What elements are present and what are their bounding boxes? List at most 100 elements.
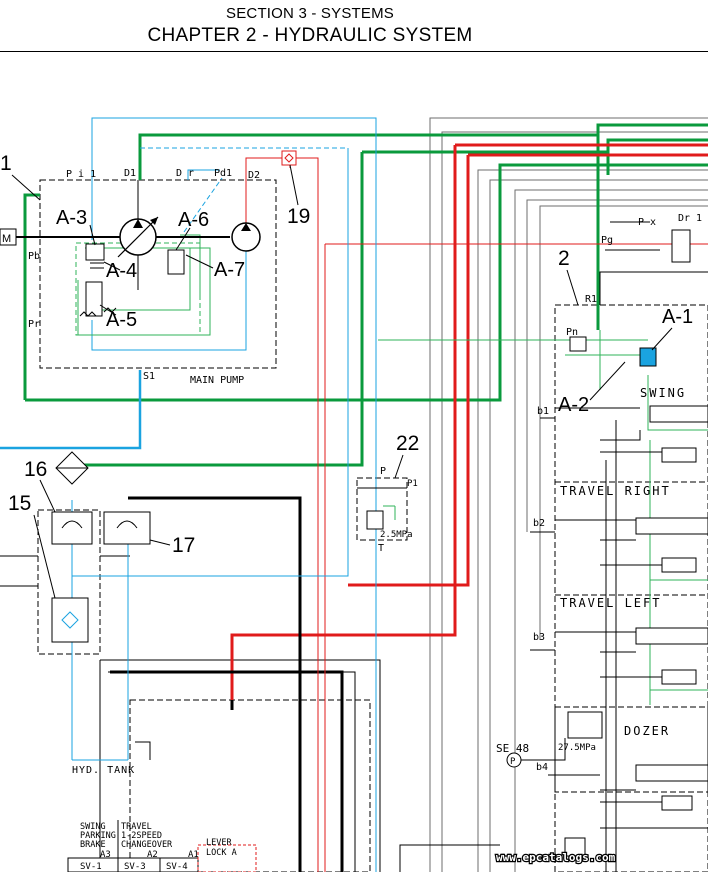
valve-port-b4: b4 [536, 762, 548, 773]
dozer-pressure: 27.5MPa [558, 743, 596, 753]
solenoid-labels: SWING PARKING BRAKE TRAVEL 1-2SPEED CHAN… [80, 822, 237, 872]
red-main-lines [230, 143, 708, 700]
filter-15 [51, 597, 89, 643]
callout-a5: A-5 [106, 309, 137, 331]
port-a1: A1 [188, 850, 199, 860]
valve-a5 [85, 281, 103, 317]
header-rule [0, 51, 708, 52]
valve-port-pn: Pn [566, 327, 578, 338]
relief-22-labels: P P1 T 2.5MPa [378, 466, 418, 554]
section-dozer: DOZER [624, 724, 670, 738]
check-valve-left [51, 511, 93, 545]
callout-17: 17 [172, 534, 195, 557]
callout-a3: A-3 [56, 207, 87, 229]
solenoid-sv4: SV-4 [166, 862, 188, 872]
pump-port-dr: D r [176, 168, 194, 179]
valve-port-dr1: Dr 1 [678, 213, 702, 224]
relief-port-p: P [380, 466, 386, 477]
hyd-tank-label: HYD. TANK [72, 765, 135, 776]
travel-speed-line1: TRAVEL [121, 822, 152, 832]
black-heavy-lines [110, 496, 344, 872]
drain-check [671, 229, 691, 263]
section-travel-left: TRAVEL LEFT [560, 596, 661, 610]
valve-port-pg: Pg [601, 235, 613, 246]
callout-19: 19 [287, 205, 310, 228]
port-a3: A3 [100, 850, 111, 860]
travel-speed-line3: CHANGEOVER [121, 840, 173, 850]
travel-speed-line2: 1-2SPEED [121, 831, 162, 841]
valve-port-b3: b3 [533, 632, 545, 643]
main-pump-symbols [0, 180, 261, 290]
filter-boundary [37, 509, 101, 655]
sensor-se48-label: SE 48 [496, 742, 529, 755]
callout-16: 16 [24, 458, 47, 481]
spool-a1 [639, 347, 657, 367]
lever-lock-line2: LOCK A [206, 848, 237, 858]
swing-brake-line1: SWING [80, 822, 106, 832]
pump-labels: P i 1 D1 D r Pd1 D2 Pb Pr S1 MAIN PUMP M [2, 168, 260, 386]
pump-port-pr: Pr [28, 319, 40, 330]
relief-pressure: 2.5MPa [380, 530, 413, 540]
spool-swing [649, 405, 708, 423]
pump-port-pi1: P i 1 [66, 169, 96, 180]
callout-a7: A-7 [214, 259, 245, 281]
green-dashed-pilot [75, 242, 201, 336]
callout-numbers: 1 2 15 16 17 19 22 A-3 A-4 A-5 A-6 A-7 A… [0, 152, 693, 557]
main-pump-boundary [39, 179, 277, 369]
valve-a3 [85, 243, 105, 261]
pump-port-pb: Pb [28, 251, 40, 262]
callout-a2: A-2 [558, 394, 589, 416]
section-travel-right: TRAVEL RIGHT [560, 484, 671, 498]
callout-a1: A-1 [662, 306, 693, 328]
valve-spools [567, 229, 708, 811]
callout-2: 2 [558, 247, 570, 270]
callout-15: 15 [8, 492, 31, 515]
port-a2: A2 [147, 850, 158, 860]
spool-swing-aux [661, 447, 697, 463]
valve-port-px: P x [638, 217, 656, 228]
solenoid-sv1: SV-1 [80, 862, 102, 872]
solenoid-sv3: SV-3 [124, 862, 146, 872]
tank-inner-boundary [129, 699, 371, 872]
swing-brake-line2: PARKING [80, 831, 116, 841]
relief-valve-22-boundary [356, 477, 408, 541]
valve-port-b1: b1 [537, 406, 549, 417]
control-valve-boundary [554, 304, 708, 872]
blue-suction-line [0, 370, 142, 450]
callout-a4: A-4 [106, 260, 137, 282]
spool-dozer [635, 764, 708, 782]
spool-travel-right [635, 517, 708, 535]
valve-section-lines [135, 221, 708, 872]
dozer-relief [567, 711, 603, 739]
check-valve-17 [103, 511, 151, 545]
valve-a6 [167, 249, 185, 275]
regulator-valves [79, 243, 185, 317]
pump-port-d1: D1 [124, 168, 136, 179]
thin-green-lines [77, 234, 708, 705]
sensor-se48 [506, 752, 522, 768]
swing-brake-line3: BRAKE [80, 840, 106, 850]
pump-port-s1: S1 [143, 371, 155, 382]
check-valve-19 [281, 150, 297, 166]
section-title: SECTION 3 - SYSTEMS [226, 5, 394, 22]
solenoid-block [67, 820, 257, 872]
pump-port-pd1: Pd1 [214, 168, 232, 179]
section-dividers [555, 481, 708, 708]
valve-port-b2: b2 [533, 518, 545, 529]
relief-valve-22 [357, 487, 407, 530]
motor-label: M [2, 233, 11, 245]
callout-22: 22 [396, 432, 419, 455]
pump-port-d2: D2 [248, 170, 260, 181]
sensor-se48-p: P [510, 757, 516, 767]
watermark-text: www.epcatalogs.com [496, 851, 616, 864]
chapter-title: CHAPTER 2 - HYDRAULIC SYSTEM [147, 25, 473, 46]
callout-a6: A-6 [178, 209, 209, 231]
section-swing: SWING [640, 386, 686, 400]
thin-blue-lines [71, 117, 377, 872]
relief-port-t: T [378, 543, 384, 554]
blue-dashed-pilot [140, 147, 349, 576]
spool-travel-left [635, 627, 708, 645]
valve-port-r1: R1 [585, 294, 597, 305]
lever-lock-line1: LEVER [206, 838, 232, 848]
